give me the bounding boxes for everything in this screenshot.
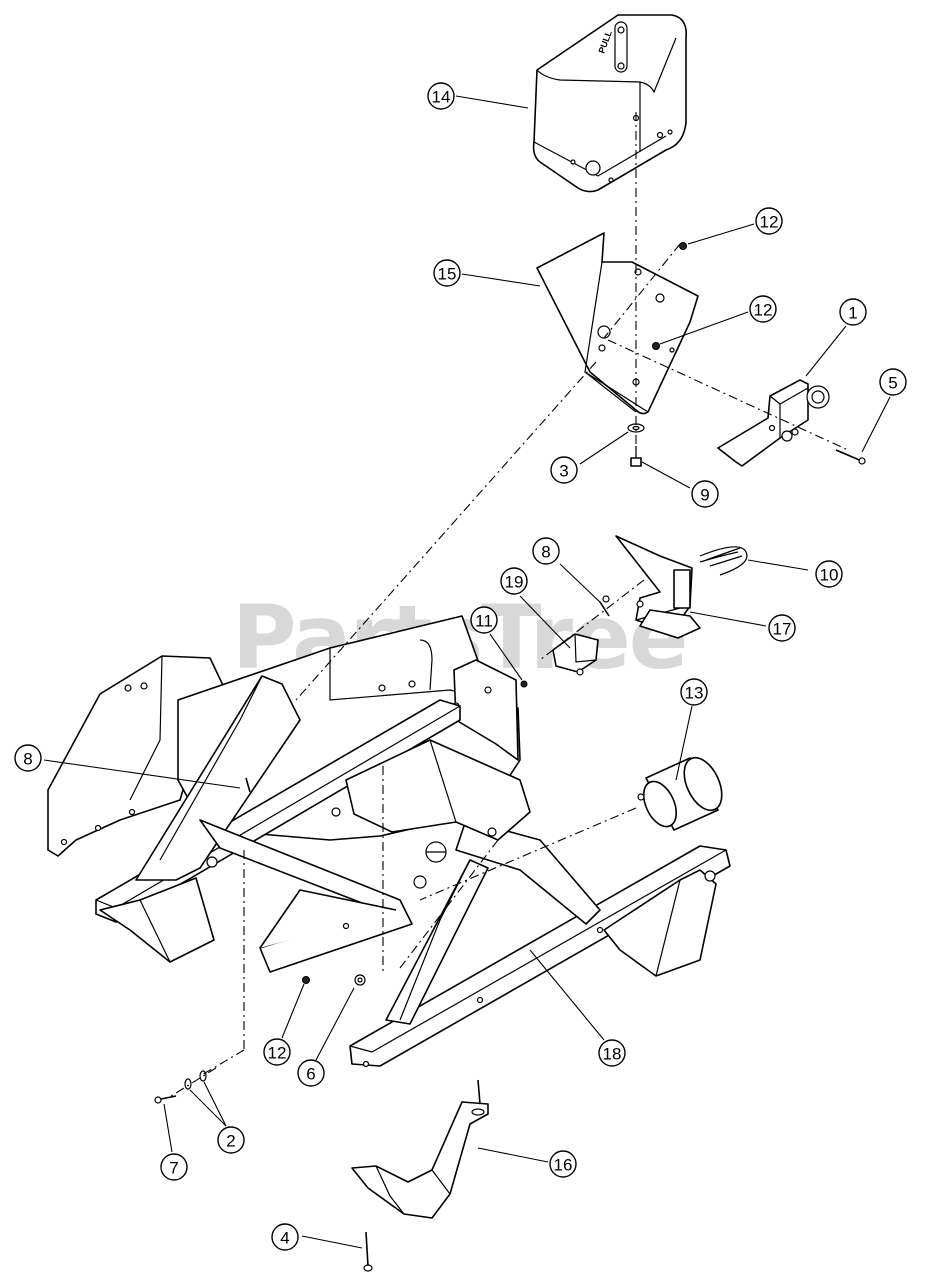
callout-label: 16: [554, 1156, 573, 1175]
screw-8-lower: [245, 777, 251, 793]
callout-label: 1: [848, 304, 857, 323]
callout-circle: [549, 1150, 577, 1178]
bolt-7: [154, 1095, 177, 1104]
callout-c3: 3: [550, 456, 578, 484]
callout-circle: [160, 1153, 188, 1181]
callout-c16: 16: [549, 1150, 577, 1178]
callout-c19: 19: [500, 567, 528, 595]
part-16-bracket: [351, 1079, 489, 1219]
callout-circle: [470, 606, 498, 634]
callout-circle: [263, 1038, 291, 1066]
callout-circle: [680, 678, 708, 706]
callout-label: 3: [559, 462, 568, 481]
callout-c8b: 8: [14, 744, 42, 772]
part-17-latch: [615, 535, 701, 639]
callout-c17: 17: [768, 614, 796, 642]
nut-11: [520, 680, 528, 688]
callout-c8a: 8: [532, 537, 560, 565]
callout-label: 5: [888, 374, 897, 393]
callout-label: 12: [754, 301, 773, 320]
callout-label: 15: [438, 265, 457, 284]
nut-12-middle: [652, 342, 660, 350]
callout-label: 17: [773, 620, 792, 639]
screw-8-upper: [599, 595, 610, 617]
callout-label: 8: [541, 543, 550, 562]
washers-2: [184, 1070, 207, 1090]
callout-label: 6: [306, 1065, 315, 1084]
screw-5: [835, 449, 866, 465]
callout-c7: 7: [160, 1153, 188, 1181]
callout-c4: 4: [271, 1223, 299, 1251]
callout-circle: [14, 744, 42, 772]
callout-c5: 5: [879, 368, 907, 396]
callout-label: 10: [820, 566, 839, 585]
callout-circle: [550, 456, 578, 484]
callout-c1: 1: [839, 298, 867, 326]
callout-circle: [598, 1039, 626, 1067]
callout-label: 14: [432, 88, 451, 107]
callout-label: 11: [475, 612, 493, 631]
part-13-motor: [637, 756, 723, 831]
callout-c13: 13: [680, 678, 708, 706]
callout-c12a: 12: [755, 207, 783, 235]
callout-circle: [297, 1059, 325, 1087]
callout-c15: 15: [433, 259, 461, 287]
callout-circle: [879, 368, 907, 396]
callout-circle: [768, 614, 796, 642]
callout-circle: [217, 1126, 245, 1154]
callout-label: 4: [280, 1229, 289, 1248]
callout-circle: [500, 567, 528, 595]
callout-circle: [815, 560, 843, 588]
callout-c12b: 12: [749, 295, 777, 323]
callout-label: 18: [603, 1045, 622, 1064]
callout-c10: 10: [815, 560, 843, 588]
callout-circle: [749, 295, 777, 323]
callout-label: 8: [23, 750, 32, 769]
nut-12-upper: [679, 242, 687, 250]
callout-label: 12: [760, 213, 779, 232]
callout-circle: [271, 1223, 299, 1251]
callout-circle: [433, 259, 461, 287]
callout-label: 12: [268, 1044, 287, 1063]
nut-6: [354, 974, 366, 986]
callout-label: 19: [505, 573, 524, 592]
nut-12-lower: [302, 976, 310, 984]
main-frame: [47, 615, 731, 1068]
callout-c2: 2: [217, 1126, 245, 1154]
callout-c12c: 12: [263, 1038, 291, 1066]
callout-circle: [427, 82, 455, 110]
part-19-bracket: [552, 633, 599, 676]
callout-c14: 14: [427, 82, 455, 110]
callout-circle: [691, 480, 719, 508]
part-1-switch: [717, 379, 830, 467]
leader-lines: [43, 95, 891, 1249]
pin-4: [363, 1231, 373, 1272]
callout-c9: 9: [691, 480, 719, 508]
callout-c11: 11: [470, 606, 498, 634]
callout-label: 9: [700, 486, 709, 505]
part-14-cover: PULL: [532, 14, 688, 193]
part-10-spring-pin: [699, 546, 748, 576]
part-15-bracket: [536, 232, 699, 415]
callout-c6: 6: [297, 1059, 325, 1087]
callout-circle: [532, 537, 560, 565]
callout-label: 13: [685, 684, 704, 703]
callout-label: 7: [169, 1159, 178, 1178]
assembly-lines: [167, 112, 849, 1099]
callout-circle: [839, 298, 867, 326]
callout-c18: 18: [598, 1039, 626, 1067]
callout-circle: [755, 207, 783, 235]
callout-label: 2: [226, 1132, 235, 1151]
